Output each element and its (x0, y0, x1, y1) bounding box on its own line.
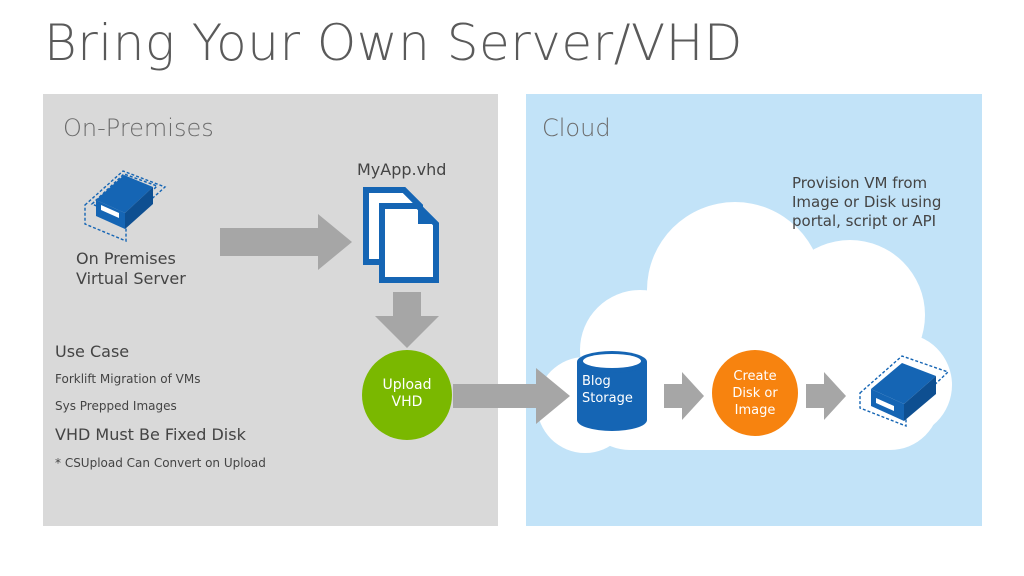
cloud-label: Cloud (542, 114, 611, 142)
arrow-upload-to-storage (453, 368, 570, 424)
provision-text: Provision VM from Image or Disk using po… (792, 174, 942, 230)
note-forklift: Forklift Migration of VMs (55, 372, 201, 386)
note-csupload: * CSUpload Can Convert on Upload (55, 456, 266, 470)
arrow-storage-to-create (664, 372, 704, 420)
upload-vhd-label: Upload VHD (382, 377, 432, 410)
file-label: MyApp.vhd (357, 160, 447, 179)
upload-vhd-circle (362, 350, 452, 440)
create-disk-circle (712, 350, 798, 436)
note-sys-prepped: Sys Prepped Images (55, 399, 177, 413)
server-icon (84, 170, 167, 243)
on-premises-server-label: On Premises Virtual Server (76, 249, 186, 288)
create-disk-label: Create Disk or Image (732, 369, 778, 418)
arrow-create-to-vm (806, 372, 846, 420)
arrow-server-to-file (220, 214, 352, 270)
page-title: Bring Your Own Server/VHD (44, 14, 743, 72)
note-use-case: Use Case (55, 342, 130, 361)
document-stack-icon (363, 187, 439, 283)
on-premises-panel: On-Premises (43, 94, 498, 526)
on-premises-label: On-Premises (63, 114, 214, 142)
database-icon (577, 351, 647, 431)
vm-server-icon (859, 355, 950, 428)
note-fixed-disk: VHD Must Be Fixed Disk (55, 425, 246, 444)
arrow-file-to-upload (375, 292, 439, 348)
storage-label: Blog Storage (582, 374, 633, 406)
